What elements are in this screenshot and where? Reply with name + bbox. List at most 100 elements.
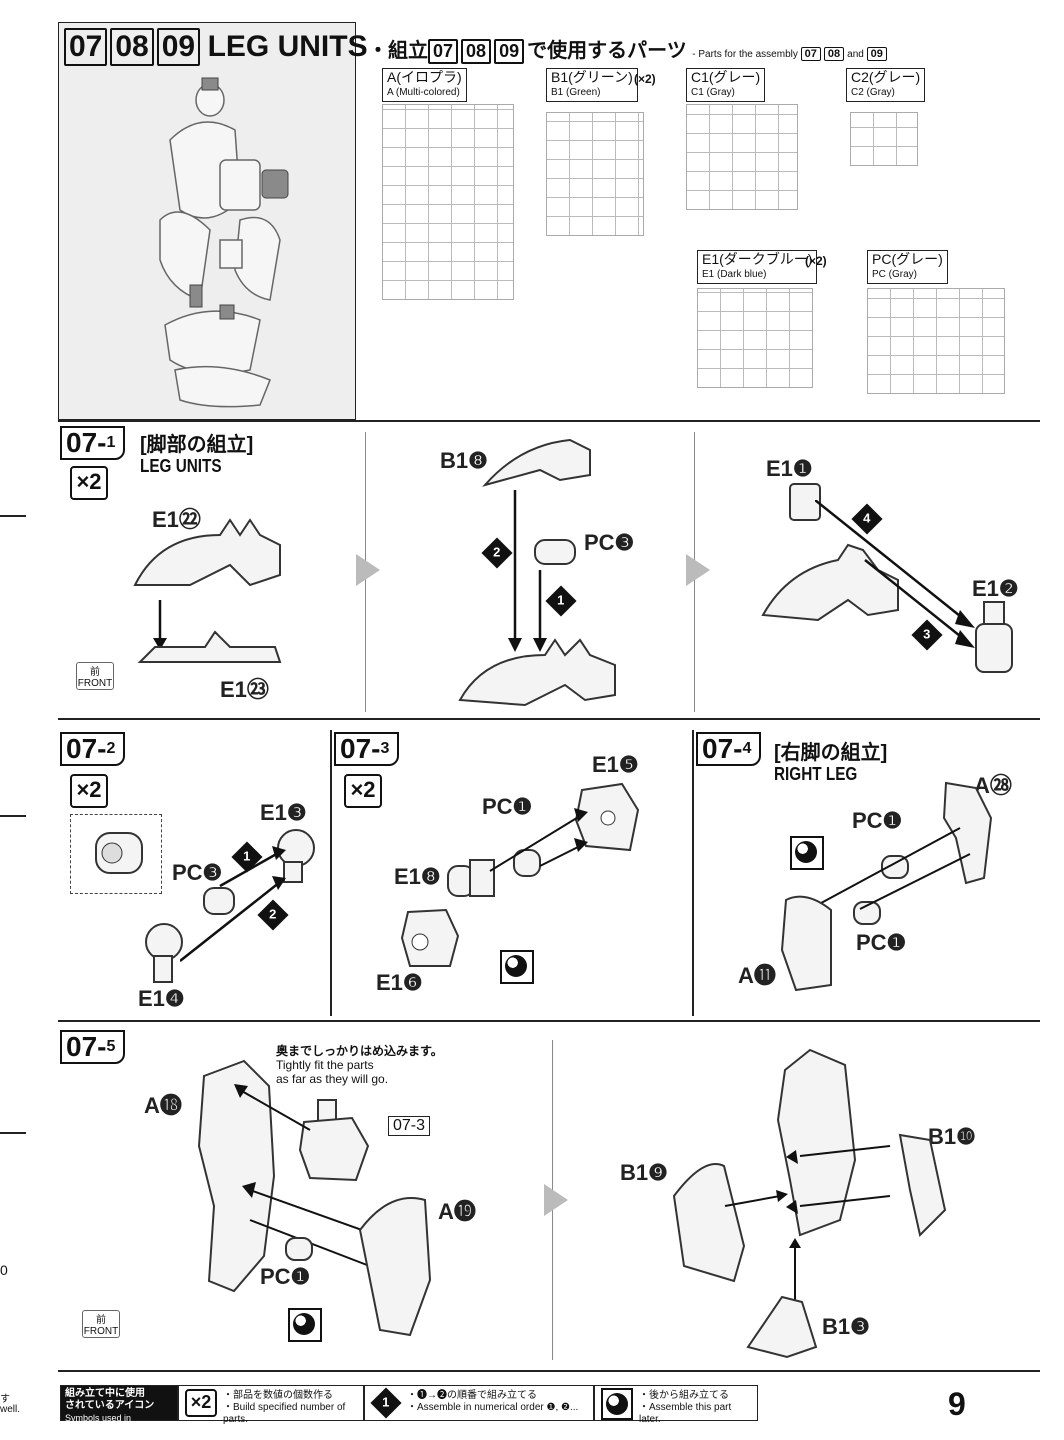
part-b1-3-drawing xyxy=(746,1295,818,1359)
step-number-box: 08 xyxy=(823,47,845,61)
step-number-box: 09 xyxy=(866,47,887,61)
runner-tag-c1: C1(グレー)C1 (Gray) xyxy=(686,68,766,102)
step-07-1-label: 07-1 xyxy=(60,426,126,460)
section-rule xyxy=(58,1020,1040,1022)
part-e1-4-drawing xyxy=(145,923,183,983)
step-07-3-subassembly-drawing xyxy=(298,1099,370,1182)
part-label-a-28: A㉘ xyxy=(974,773,1012,798)
step-number-box: 09 xyxy=(156,28,201,66)
part-label-pc-1: PC❶ xyxy=(852,808,903,833)
part-label-pc-1: PC❶ xyxy=(482,794,533,819)
step-07-4-title-en: RIGHT LEG xyxy=(774,764,858,784)
part-e1-6-drawing xyxy=(400,908,460,967)
runner-b1-diagram xyxy=(546,112,644,236)
margin-rule xyxy=(0,1132,26,1134)
part-label-pc-1: PC❶ xyxy=(856,930,907,955)
runner-tag-a: A(イロプラ)A (Multi-colored) xyxy=(382,68,467,102)
step-07-5-label: 07-5 xyxy=(60,1030,126,1064)
part-pc-1-drawing xyxy=(285,1237,313,1261)
part-label-e1-1: E1❶ xyxy=(766,456,813,481)
part-label-pc-1: PC❶ xyxy=(260,1264,311,1289)
step-07-1-multiplier-icon: ×2 xyxy=(70,466,108,500)
part-label-e1-6: E1❻ xyxy=(376,970,423,995)
legend-later-icon xyxy=(601,1388,633,1420)
part-label-e1-8: E1❽ xyxy=(394,864,441,889)
section-rule xyxy=(58,420,1040,422)
part-pc-3-drawing xyxy=(203,887,235,915)
runner-e1-diagram xyxy=(697,288,813,388)
step-07-1-title-en: LEG UNITS xyxy=(140,456,222,476)
next-step-arrow xyxy=(544,1184,568,1216)
next-step-arrow xyxy=(356,554,380,586)
part-e1-8-drawing xyxy=(447,859,495,897)
assembly-arrows xyxy=(724,1145,891,1316)
runner-pc-diagram xyxy=(867,288,1005,394)
part-label-b1-3: B1❸ xyxy=(822,1314,870,1339)
runner-tag-pc: PC(グレー)PC (Gray) xyxy=(867,250,948,284)
part-a-11-drawing xyxy=(780,895,832,992)
part-label-e1-2: E1❷ xyxy=(972,576,1019,601)
legend-multiplier: ×2 ・部品を数値の個数作る・Build specified number of… xyxy=(178,1385,364,1425)
margin-rule xyxy=(0,515,26,517)
page-number: 9 xyxy=(948,1386,966,1422)
part-e1-5-drawing xyxy=(574,782,640,852)
parts-heading-jp: ・組立 xyxy=(368,40,428,62)
margin-fragment-3: 0 xyxy=(0,1262,8,1278)
part-label-a-18: A⓲ xyxy=(144,1093,182,1118)
runner-tag-c2: C2(グレー)C2 (Gray) xyxy=(846,68,926,102)
assembly-arrows xyxy=(489,808,588,872)
step-number-box: 08 xyxy=(461,39,492,64)
step-number-box: 07 xyxy=(64,28,108,66)
part-label-e1-23: E1㉓ xyxy=(220,677,269,702)
step-07-3-label: 07-3 xyxy=(334,732,400,766)
step-number-box: 08 xyxy=(110,28,154,66)
assembly-arrows xyxy=(508,490,547,652)
assemble-later-icon xyxy=(790,836,824,870)
part-label-e1-5: E1❺ xyxy=(592,752,639,777)
part-pc-1-drawing xyxy=(853,901,881,925)
step-07-4-title-jp: [右脚の組立] xyxy=(774,742,888,764)
column-rule xyxy=(692,730,694,1016)
margin-fragment-2: well. xyxy=(0,1404,21,1415)
runner-c2-diagram xyxy=(850,112,918,166)
step-number-box: 07 xyxy=(428,39,459,64)
part-label-e1-22: E1㉒ xyxy=(152,507,201,532)
exploded-leg-illustration xyxy=(159,77,289,408)
legend-order-icon: 1 xyxy=(370,1387,402,1419)
step-number-box: 07 xyxy=(800,47,821,61)
assemble-later-icon xyxy=(288,1308,322,1342)
assembled-leg-drawing xyxy=(458,638,616,707)
part-label-b1-10: B1❿ xyxy=(928,1124,976,1149)
section-rule xyxy=(58,1370,1040,1372)
part-pc-1-drawing xyxy=(881,855,909,879)
part-label-a-19: A⓳ xyxy=(438,1199,476,1224)
assembly-arrow xyxy=(153,600,167,650)
runner-e1-multiplier: (×2) xyxy=(805,254,827,268)
step-number-box: 09 xyxy=(494,39,525,64)
legend-x2-icon: ×2 xyxy=(185,1389,217,1417)
part-e1-23-drawing xyxy=(137,630,282,663)
runner-tag-e1: E1(ダークブルー)E1 (Dark blue) xyxy=(697,250,818,284)
part-label-b1-9: B1❾ xyxy=(620,1160,668,1185)
fit-note: 奥までしっかりはめ込みます。 Tightly fit the parts as … xyxy=(276,1044,443,1086)
runner-a-diagram xyxy=(382,104,514,300)
step-07-2-label: 07-2 xyxy=(60,732,126,766)
part-label-pc-3: PC❸ xyxy=(172,860,223,885)
part-pc-1-drawing xyxy=(513,849,541,877)
parts-heading-jp-end: で使用するパーツ xyxy=(527,40,687,62)
runner-b1-multiplier: (×2) xyxy=(634,72,656,86)
part-b1-8-drawing xyxy=(482,438,591,487)
part-e1-3-drawing xyxy=(277,829,315,883)
ref-step-07-3-tag: 07-3 xyxy=(388,1116,431,1136)
step-07-2-multiplier-icon: ×2 xyxy=(70,774,108,808)
part-a-19-drawing xyxy=(358,1197,432,1337)
column-rule xyxy=(330,730,332,1016)
step-07-3-multiplier-icon: ×2 xyxy=(344,774,382,808)
part-label-b1-8: B1❽ xyxy=(440,448,488,473)
